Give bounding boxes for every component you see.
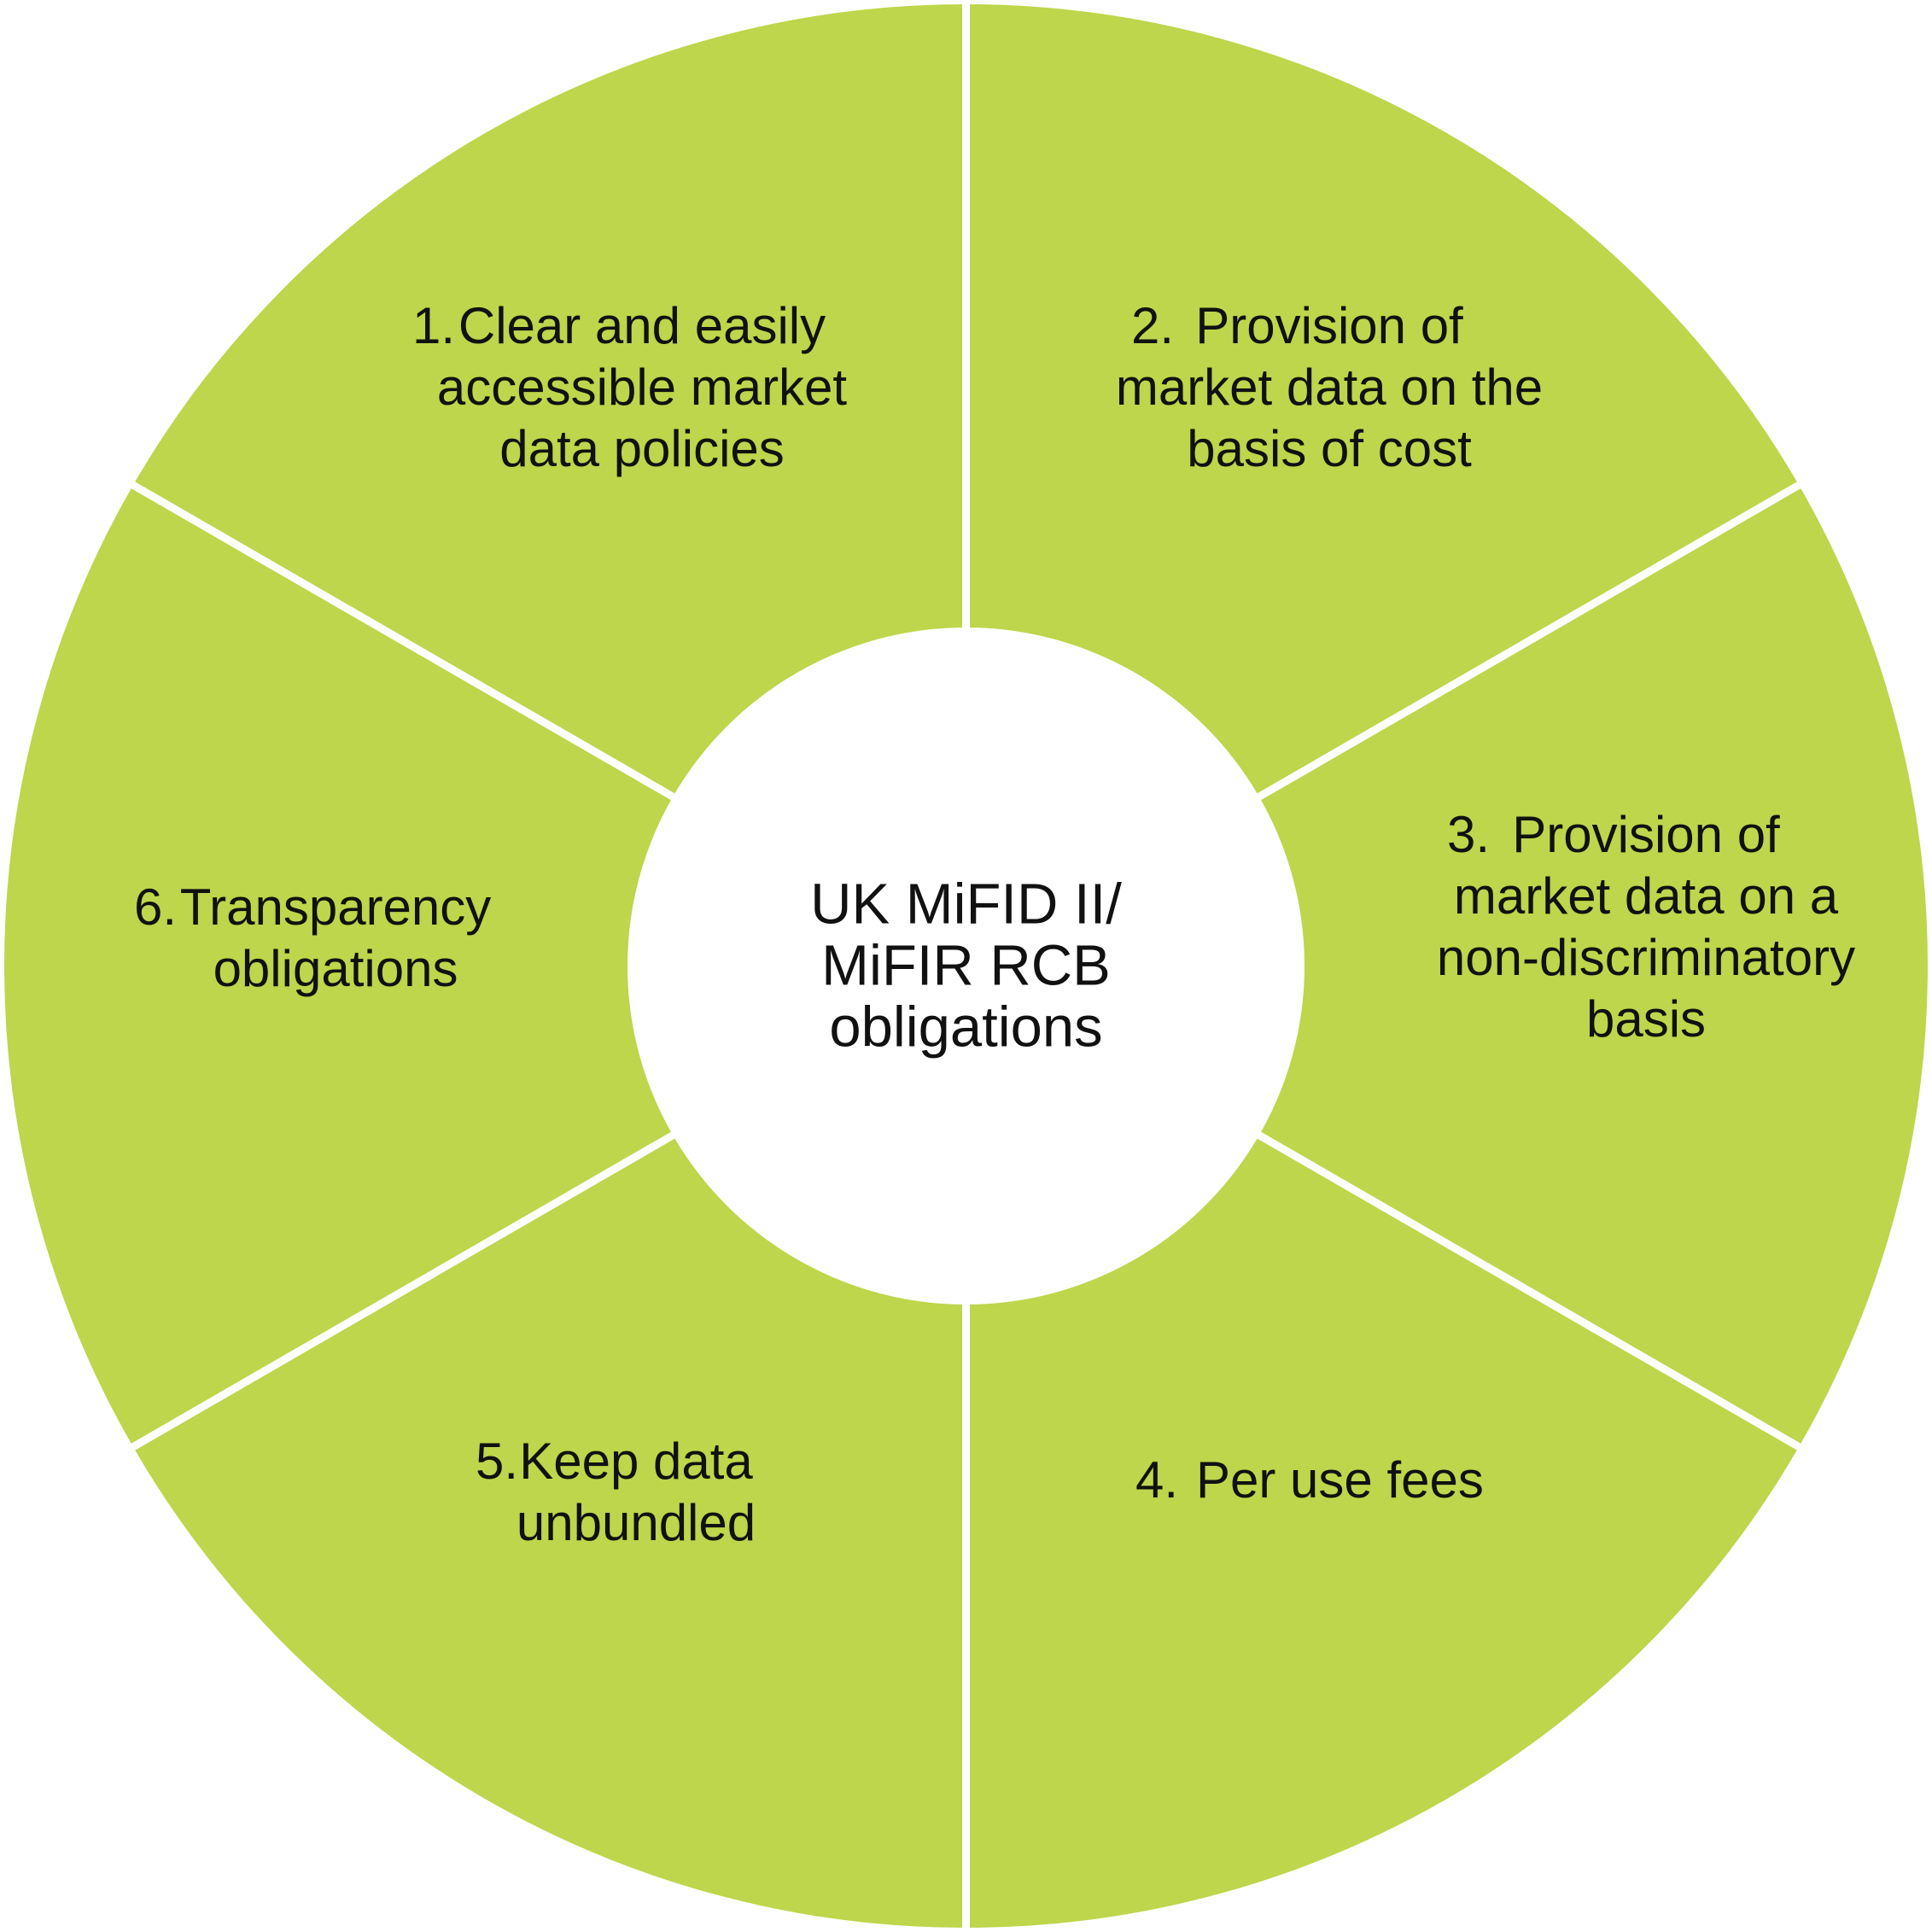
segment-4-number: 4. [1135,1451,1178,1509]
segment-1-line-2: accessible market [437,359,848,416]
segment-3-number: 3. [1447,806,1490,863]
segment-4-line-1: Per use fees [1196,1451,1484,1509]
segment-3-line-1: Provision of [1512,806,1780,863]
segment-3-line-3: non-discriminatory [1437,929,1855,986]
segment-4-label: 4. Per use fees [1135,1451,1484,1509]
segment-3-line-4: basis [1586,990,1706,1048]
segment-2-line-1: Provision of [1195,297,1463,354]
center-hub [631,631,1301,1301]
segment-6-number: 6. [134,878,177,936]
segment-2-line-2: market data on the [1116,359,1543,416]
segment-6-line-2: obligations [213,940,458,997]
segment-5-line-2: unbundled [517,1494,756,1551]
center-label-line-3: obligations [829,995,1102,1059]
segment-2-number: 2. [1131,297,1174,354]
segment-1-number: 1. [412,297,455,354]
segment-1-line-1: Clear and easily [458,297,826,354]
segment-2-line-3: basis of cost [1187,420,1472,477]
segment-6-line-1: Transparency [180,878,492,936]
segment-5-line-1: Keep data [519,1433,753,1490]
center-label-line-2: MiFIR RCB [821,934,1111,998]
center-label-line-1: UK MiFID II/ [810,873,1122,937]
segment-3-line-2: market data on a [1454,867,1839,925]
segment-1-line-3: data policies [499,420,785,477]
segment-5-number: 5. [476,1433,518,1490]
